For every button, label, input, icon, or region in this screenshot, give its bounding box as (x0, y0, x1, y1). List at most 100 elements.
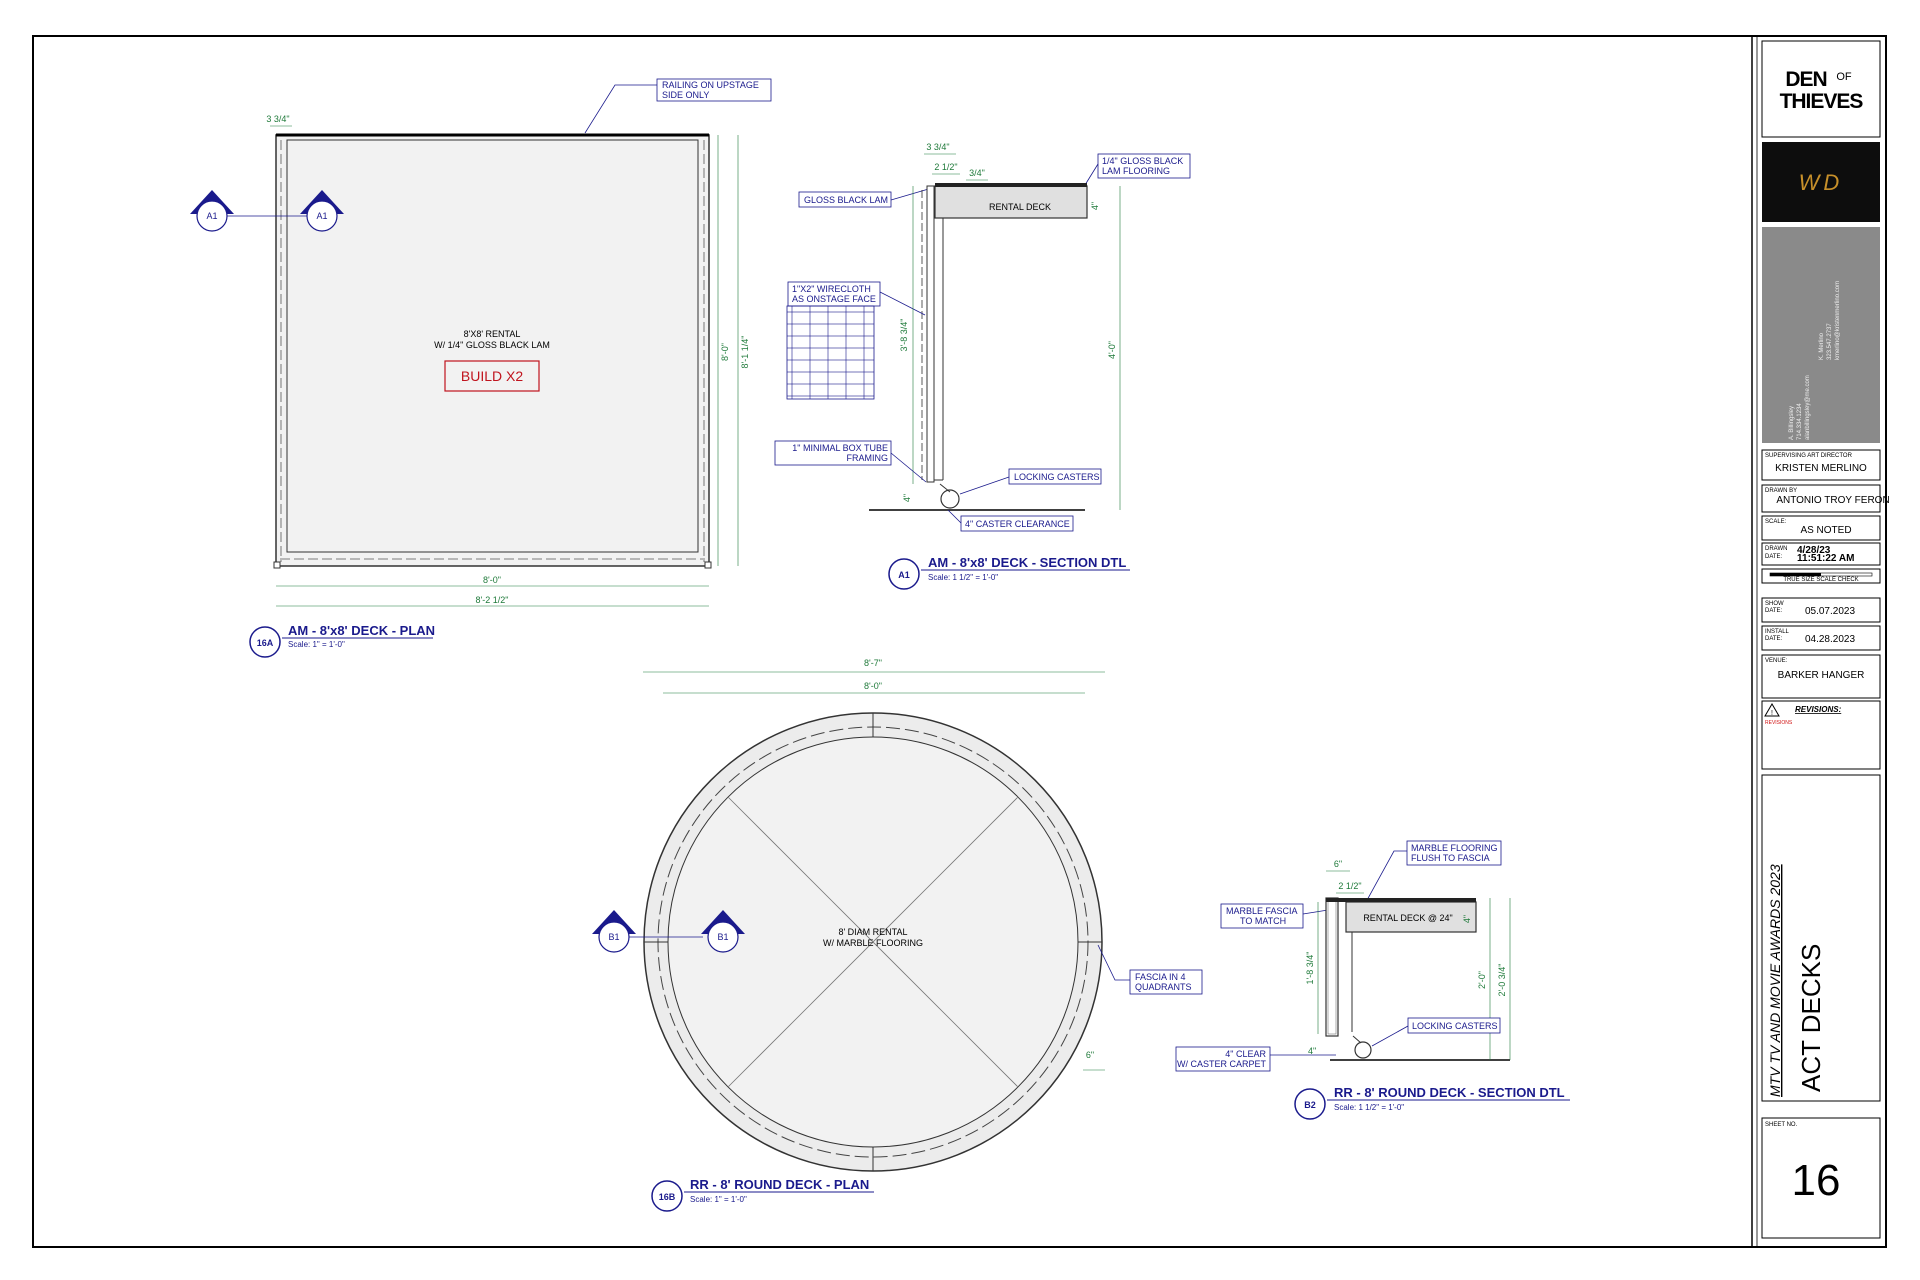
casters-note: LOCKING CASTERS (1014, 472, 1100, 482)
contact-line: A. Billingsley (1789, 406, 1795, 440)
drawn-date: 4/28/23 (1797, 545, 1831, 556)
field-label: DATE: (1765, 608, 1783, 614)
drawn-time: 11:51:22 AM (1797, 553, 1854, 564)
deck-label: 8'X8' RENTAL (464, 329, 521, 339)
dim-total: 4'-0" (1107, 341, 1117, 359)
view-title: AM - 8'x8' DECK - PLAN (288, 623, 435, 638)
dim-width: 8'-0" (483, 575, 501, 585)
wirecloth-note: AS ONSTAGE FACE (792, 294, 876, 304)
title-badge: B2 (1304, 1100, 1316, 1110)
dim-deck: 4" (1462, 915, 1472, 923)
svg-text:A1: A1 (316, 211, 327, 221)
field-label: DRAWN BY (1765, 488, 1797, 494)
dim-top-small: 3/4" (969, 168, 985, 178)
contact-line: 323.547.2737 (1827, 323, 1833, 360)
contact-line: K. Merlino (1819, 332, 1825, 360)
project-title: MTV TV AND MOVIE AWARDS 2023 (1767, 864, 1783, 1097)
marble-floor-note: MARBLE FLOORING (1411, 843, 1498, 853)
warning-icon (1764, 703, 1780, 717)
marble-fascia-note: MARBLE FASCIA (1226, 906, 1298, 916)
view-scale: Scale: 1" = 1'-0" (690, 1195, 747, 1204)
contact-panel (1762, 227, 1880, 443)
install-date: 04.28.2023 (1805, 634, 1855, 645)
revisions-label: REVISIONS: (1795, 705, 1842, 714)
section-marker-right: A1 (300, 190, 344, 232)
scale-check: TRUE SIZE SCALE CHECK (1783, 577, 1858, 583)
view-scale: Scale: 1 1/2" = 1'-0" (928, 573, 998, 582)
dim-face: 3'-8 3/4" (899, 319, 909, 352)
supervising-value: KRISTEN MERLINO (1775, 463, 1867, 474)
dim-mid: 2'-0" (1477, 971, 1487, 989)
sheet-title: ACT DECKS (1796, 944, 1826, 1092)
svg-text:!: ! (1771, 710, 1773, 717)
dim-width: 8'-2 1/2" (476, 595, 509, 605)
logo-den: DEN (1785, 68, 1826, 91)
wirecloth-note: 1"X2" WIRECLOTH (792, 284, 871, 294)
rental-deck (934, 185, 1088, 219)
logo-wd: WD (1799, 170, 1844, 195)
dim-top-inner: 2 1/2" (934, 162, 957, 172)
view-title: RR - 8' ROUND DECK - PLAN (690, 1177, 869, 1192)
build-tag-box (444, 360, 540, 392)
scale-value: AS NOTED (1800, 525, 1851, 536)
view-scale: Scale: 1" = 1'-0" (288, 640, 345, 649)
title-badge: 16B (659, 1192, 676, 1202)
view-scale: Scale: 1 1/2" = 1'-0" (1334, 1103, 1404, 1112)
field-label: DATE: (1765, 636, 1783, 642)
plan-round: 8'-7" 8'-0" 8' DIAM RENTAL W/ MARBLE FLO… (592, 658, 1203, 1212)
clearance-note: 4" CASTER CLEARANCE (965, 519, 1070, 529)
wd-logo-box (1762, 142, 1880, 222)
svg-text:B1: B1 (608, 932, 619, 942)
deck-inner (286, 139, 699, 553)
field-label: SCALE: (1765, 519, 1787, 525)
dim-top-inner: 2 1/2" (1338, 881, 1361, 891)
title-block: DEN OF THIEVES WD A. Billingsley 714.334… (1761, 40, 1890, 1239)
field-label: SHOW (1765, 601, 1784, 607)
field-label: SHEET NO. (1765, 1122, 1798, 1128)
deck-label: 8' DIAM RENTAL (838, 927, 907, 937)
build-tag: BUILD X2 (461, 368, 523, 384)
dim-top-left: 3 3/4" (926, 142, 949, 152)
title-badge: A1 (898, 570, 910, 580)
deck-label: W/ 1/4" GLOSS BLACK LAM (434, 340, 550, 350)
rental-deck (1345, 901, 1477, 933)
dim-caster: 4" (1308, 1046, 1316, 1056)
revisions-red: REVISIONS (1765, 720, 1793, 726)
drawn-by-value: ANTONIO TROY FERON (1776, 495, 1889, 506)
section-marker-right: B1 (701, 910, 745, 953)
dim-total: 2'-0 3/4" (1497, 964, 1507, 997)
fascia-note: FASCIA IN 4 (1135, 972, 1186, 982)
dim-height: 8'-1 1/4" (740, 336, 750, 369)
railing-note: RAILING ON UPSTAGE (662, 80, 759, 90)
title-badge: 16A (257, 638, 274, 648)
field-label: SUPERVISING ART DIRECTOR (1765, 453, 1853, 459)
view-title: AM - 8'x8' DECK - SECTION DTL (928, 555, 1126, 570)
svg-text:B1: B1 (717, 932, 728, 942)
flooring-note: LAM FLOORING (1102, 166, 1170, 176)
logo-of: OF (1836, 71, 1852, 83)
clear-note: W/ CASTER CARPET (1177, 1059, 1267, 1069)
dim-height: 8'-0" (720, 343, 730, 361)
field-label: INSTALL (1765, 629, 1790, 635)
clear-note: 4" CLEAR (1225, 1049, 1266, 1059)
plan-8x8: 3 3/4" RAILING ON UPSTAGE SIDE ONLY 8'X8… (190, 78, 772, 658)
wirecloth-mesh (786, 305, 875, 400)
dim-face: 1'-8 3/4" (1305, 952, 1315, 985)
section-b2: 6" 2 1/2" MARBLE FLOORING FLUSH TO FASCI… (1175, 840, 1570, 1120)
casters-note: LOCKING CASTERS (1412, 1021, 1498, 1031)
logo-box (1761, 40, 1881, 138)
dim-outer: 8'-7" (864, 658, 882, 668)
dim-edge: 3 3/4" (266, 114, 289, 124)
field-label: DRAWN (1765, 546, 1787, 552)
marble-fascia-note: TO MATCH (1240, 916, 1286, 926)
sheet-border (32, 35, 1887, 1248)
fascia-note: QUADRANTS (1135, 982, 1192, 992)
field-label: VENUE: (1765, 658, 1788, 664)
deck-label: W/ MARBLE FLOORING (823, 938, 923, 948)
framing-note: 1" MINIMAL BOX TUBE (792, 443, 888, 453)
contact-line: 714.334.1234 (1797, 403, 1803, 440)
section-marker-left: A1 (190, 190, 234, 232)
section-a1: 3 3/4" 2 1/2" 3/4" 1/4" GLOSS BLACK LAM … (774, 142, 1191, 590)
venue-value: BARKER HANGER (1778, 670, 1865, 681)
section-marker-left: B1 (592, 910, 636, 953)
